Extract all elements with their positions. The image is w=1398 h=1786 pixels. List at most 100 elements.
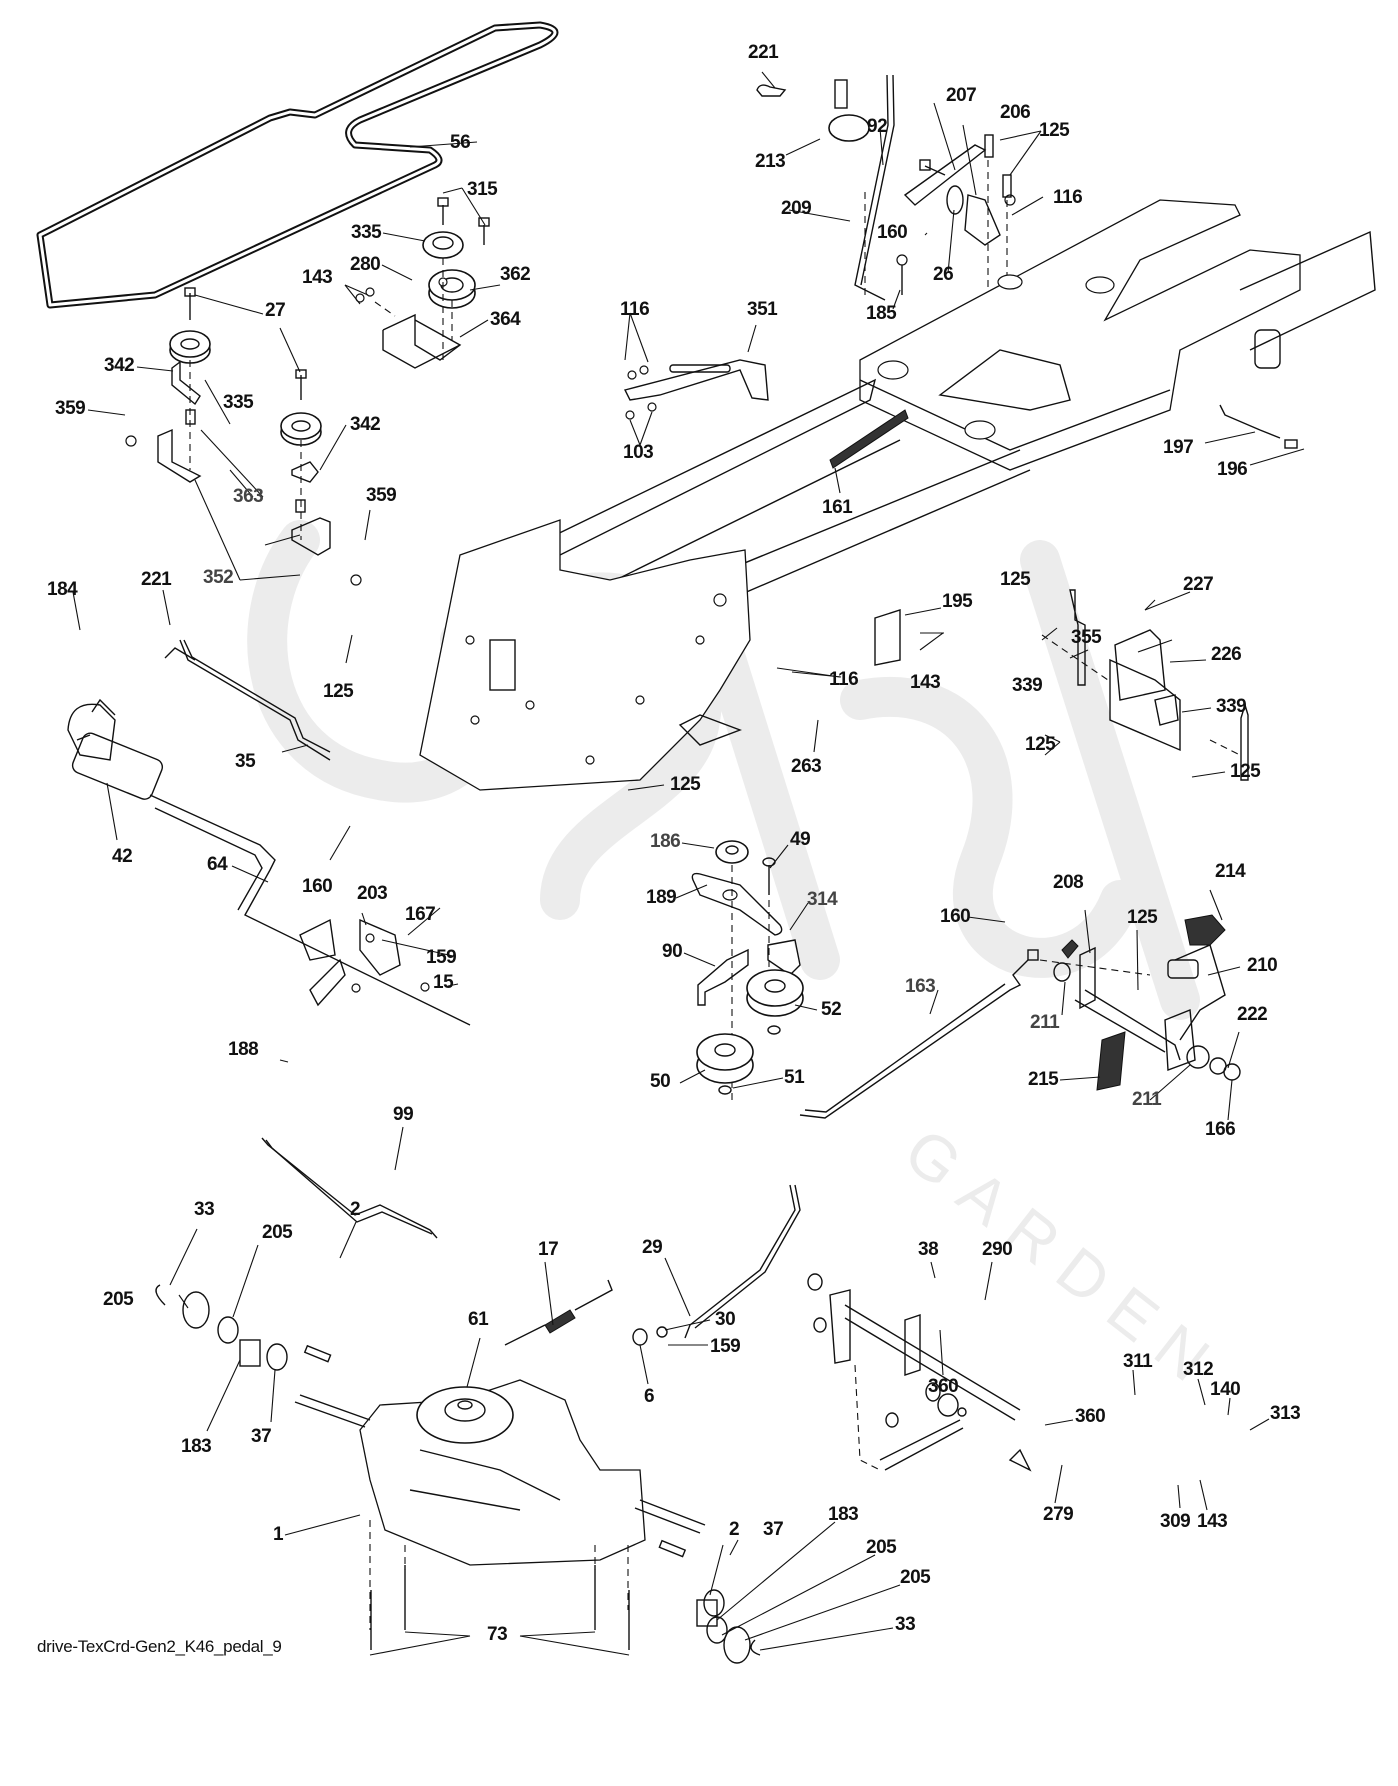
part-label: 159 xyxy=(710,1336,741,1357)
part-label: 56 xyxy=(450,132,471,153)
part-label: 33 xyxy=(895,1614,916,1635)
part-label: 64 xyxy=(207,854,228,875)
part-label: 116 xyxy=(1053,187,1083,208)
part-label: 27 xyxy=(265,300,286,321)
part-label: 159 xyxy=(426,947,457,968)
part-label: 90 xyxy=(662,941,683,962)
part-label: 163 xyxy=(905,976,936,997)
part-label: 189 xyxy=(646,887,677,908)
part-label: 188 xyxy=(228,1039,259,1060)
part-label: 227 xyxy=(1183,574,1214,595)
part-label: 17 xyxy=(538,1239,559,1260)
part-label: 360 xyxy=(928,1376,959,1397)
part-label: 103 xyxy=(623,442,654,463)
lower-linkage-rods xyxy=(261,1137,801,1346)
part-label: 215 xyxy=(1028,1069,1059,1090)
part-label: 214 xyxy=(1215,861,1246,882)
transaxle xyxy=(294,1379,706,1650)
part-label: 29 xyxy=(642,1237,663,1258)
part-label: 203 xyxy=(357,883,388,904)
part-label: 221 xyxy=(141,569,172,590)
part-label: 359 xyxy=(55,398,86,419)
part-label: 125 xyxy=(1127,907,1158,928)
part-label: 116 xyxy=(620,299,650,320)
part-label: 209 xyxy=(781,198,812,219)
rear-hitch-brackets xyxy=(874,589,1249,781)
part-label: 206 xyxy=(1000,102,1031,123)
part-label: 30 xyxy=(715,1309,736,1330)
part-label: 161 xyxy=(822,497,853,518)
part-label: 355 xyxy=(1071,627,1102,648)
chassis-frame xyxy=(419,199,1376,791)
part-label: 143 xyxy=(302,267,333,288)
idler-pulley-assembly-upper xyxy=(125,197,490,586)
part-label: 1 xyxy=(273,1524,284,1545)
part-label: 213 xyxy=(755,151,786,172)
part-label: 360 xyxy=(1075,1406,1106,1427)
part-label: 351 xyxy=(747,299,778,320)
part-label: 205 xyxy=(900,1567,931,1588)
part-label: 195 xyxy=(942,591,973,612)
part-label: 38 xyxy=(918,1239,939,1260)
bracket-351 xyxy=(623,359,769,420)
part-label: 221 xyxy=(748,42,779,63)
part-label: 61 xyxy=(468,1309,489,1330)
part-label: 211 xyxy=(1030,1012,1060,1033)
part-label: 352 xyxy=(203,567,234,588)
part-label: 125 xyxy=(1039,120,1070,141)
part-label: 335 xyxy=(351,222,382,243)
part-label: 211 xyxy=(1132,1089,1162,1110)
part-label: 6 xyxy=(644,1386,655,1407)
part-label: 73 xyxy=(487,1624,508,1645)
part-label: 143 xyxy=(1197,1511,1228,1532)
part-label: 290 xyxy=(982,1239,1013,1260)
part-label: 2 xyxy=(729,1519,740,1540)
brake-cross-shaft xyxy=(807,1273,1032,1472)
part-label: 197 xyxy=(1163,437,1194,458)
part-label: 125 xyxy=(1000,569,1031,590)
part-label: 309 xyxy=(1160,1511,1191,1532)
part-label: 37 xyxy=(251,1426,272,1447)
part-label: 42 xyxy=(112,846,133,867)
part-label: 186 xyxy=(650,831,681,852)
part-label: 15 xyxy=(433,972,454,993)
drive-belt xyxy=(36,21,559,309)
part-label: 125 xyxy=(1230,761,1261,782)
part-label: 125 xyxy=(323,681,354,702)
part-label: 363 xyxy=(233,486,264,507)
part-label: 226 xyxy=(1211,644,1242,665)
part-label: 185 xyxy=(866,303,897,324)
part-label: 205 xyxy=(866,1537,897,1558)
part-label: 160 xyxy=(940,906,971,927)
part-label: 37 xyxy=(763,1519,784,1540)
part-label: 208 xyxy=(1053,872,1084,893)
part-label: 26 xyxy=(933,264,954,285)
center-idler-assembly xyxy=(691,840,804,1100)
part-label: 362 xyxy=(500,264,531,285)
part-label: 222 xyxy=(1237,1004,1268,1025)
leader-lines xyxy=(72,71,1305,1656)
part-label: 205 xyxy=(103,1289,134,1310)
part-label: 183 xyxy=(181,1436,212,1457)
part-label: 160 xyxy=(302,876,333,897)
part-label: 167 xyxy=(405,904,436,925)
part-label: 313 xyxy=(1270,1403,1301,1424)
part-label: 279 xyxy=(1043,1504,1074,1525)
part-label: 263 xyxy=(791,756,822,777)
right-pedal-assembly xyxy=(799,914,1241,1119)
part-label: 207 xyxy=(946,85,977,106)
part-label: 210 xyxy=(1247,955,1278,976)
part-label: 184 xyxy=(47,579,78,600)
part-label: 160 xyxy=(877,222,908,243)
part-label: 116 xyxy=(829,669,859,690)
part-label: 50 xyxy=(650,1071,671,1092)
part-label: 311 xyxy=(1123,1351,1153,1372)
part-label: 166 xyxy=(1205,1119,1236,1140)
part-label: 51 xyxy=(784,1067,805,1088)
part-label: 280 xyxy=(350,254,381,275)
part-label: 205 xyxy=(262,1222,293,1243)
part-label: 33 xyxy=(194,1199,215,1220)
part-label: 314 xyxy=(807,889,838,910)
part-label: 342 xyxy=(104,355,135,376)
